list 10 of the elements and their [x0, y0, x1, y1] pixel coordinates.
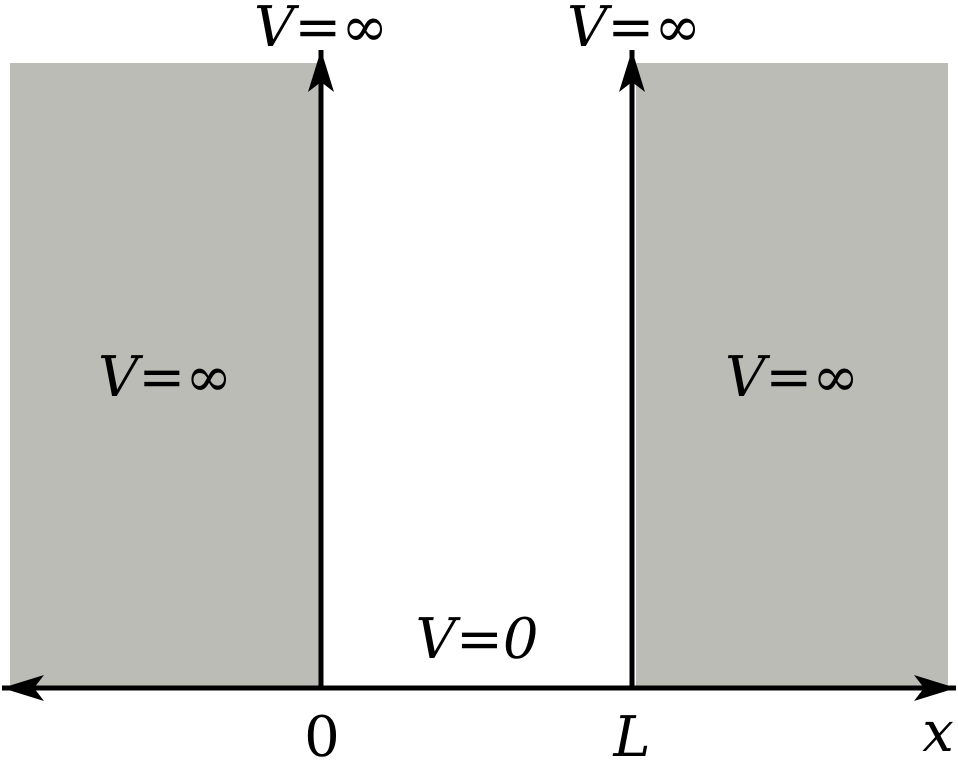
tick-label: 0 [304, 710, 340, 760]
potential-label: V=∞ [98, 350, 232, 406]
potential-region [10, 63, 320, 688]
axis-label: x [922, 705, 954, 760]
potential-label: V=∞ [254, 0, 388, 56]
potential-label: V=∞ [725, 350, 859, 406]
tick-label: L [613, 710, 651, 760]
potential-label: V=∞ [567, 0, 701, 56]
potential-region [636, 63, 948, 688]
potential-label: V=0 [416, 612, 538, 668]
